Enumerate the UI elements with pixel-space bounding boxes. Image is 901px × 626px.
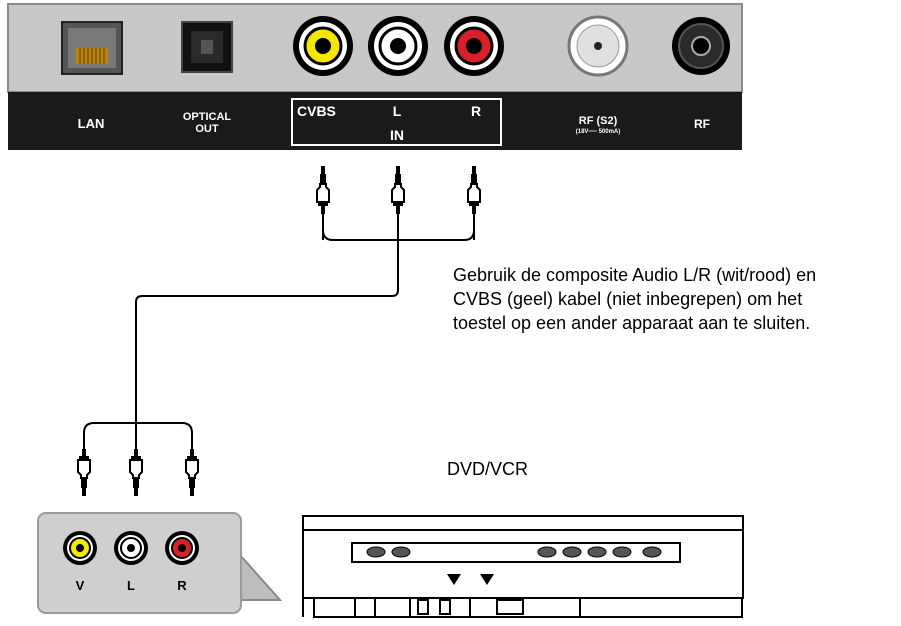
in-label: IN xyxy=(390,127,404,143)
audio-r-jack xyxy=(444,16,504,76)
cvbs-label: CVBS xyxy=(297,103,336,119)
r-label: R xyxy=(471,103,481,119)
optical-label-line2: OUT xyxy=(195,123,219,135)
instruction-line-1: Gebruik de composite Audio L/R (wit/rood… xyxy=(453,265,817,285)
av-cable xyxy=(83,209,475,450)
device-indicator-arrows xyxy=(447,574,494,585)
device-r-jack xyxy=(165,531,199,565)
device-l-label: L xyxy=(127,578,135,593)
r-plug-top xyxy=(467,165,481,215)
l-label: L xyxy=(393,103,402,119)
cvbs-plug-top xyxy=(316,165,330,215)
optical-port xyxy=(181,21,233,73)
instruction-line-2: CVBS (geel) kabel (niet inbegrepen) om h… xyxy=(453,289,803,309)
device-r-label: R xyxy=(177,578,187,593)
rf-s2-port xyxy=(567,15,629,77)
instruction-text: Gebruik de composite Audio L/R (wit/rood… xyxy=(453,263,901,335)
v-plug-bottom xyxy=(77,448,91,497)
rf-s2-label: RF (S2) xyxy=(579,115,618,127)
cvbs-jack xyxy=(293,16,353,76)
device-l-jack xyxy=(114,531,148,565)
device-v-label: V xyxy=(76,578,85,593)
l-plug-top xyxy=(391,165,405,215)
lan-label: LAN xyxy=(78,116,105,131)
in-group-frame xyxy=(291,98,502,146)
device-buttons xyxy=(366,546,662,558)
device-v-jack xyxy=(63,531,97,565)
rf-label: RF xyxy=(694,117,710,131)
instruction-line-3: toestel op een ander apparaat aan te slu… xyxy=(453,313,811,333)
lan-port xyxy=(61,21,123,75)
rf-port xyxy=(672,17,730,75)
l-plug-bottom xyxy=(129,448,143,497)
rf-s2-sub-label: (18V══ 500mA) xyxy=(576,129,621,135)
r-plug-bottom xyxy=(185,448,199,497)
dvd-vcr-device xyxy=(302,515,744,618)
audio-l-jack xyxy=(368,16,428,76)
device-title: DVD/VCR xyxy=(447,459,529,479)
label-bar xyxy=(8,92,742,150)
optical-label-line1: OPTICAL xyxy=(183,111,232,123)
